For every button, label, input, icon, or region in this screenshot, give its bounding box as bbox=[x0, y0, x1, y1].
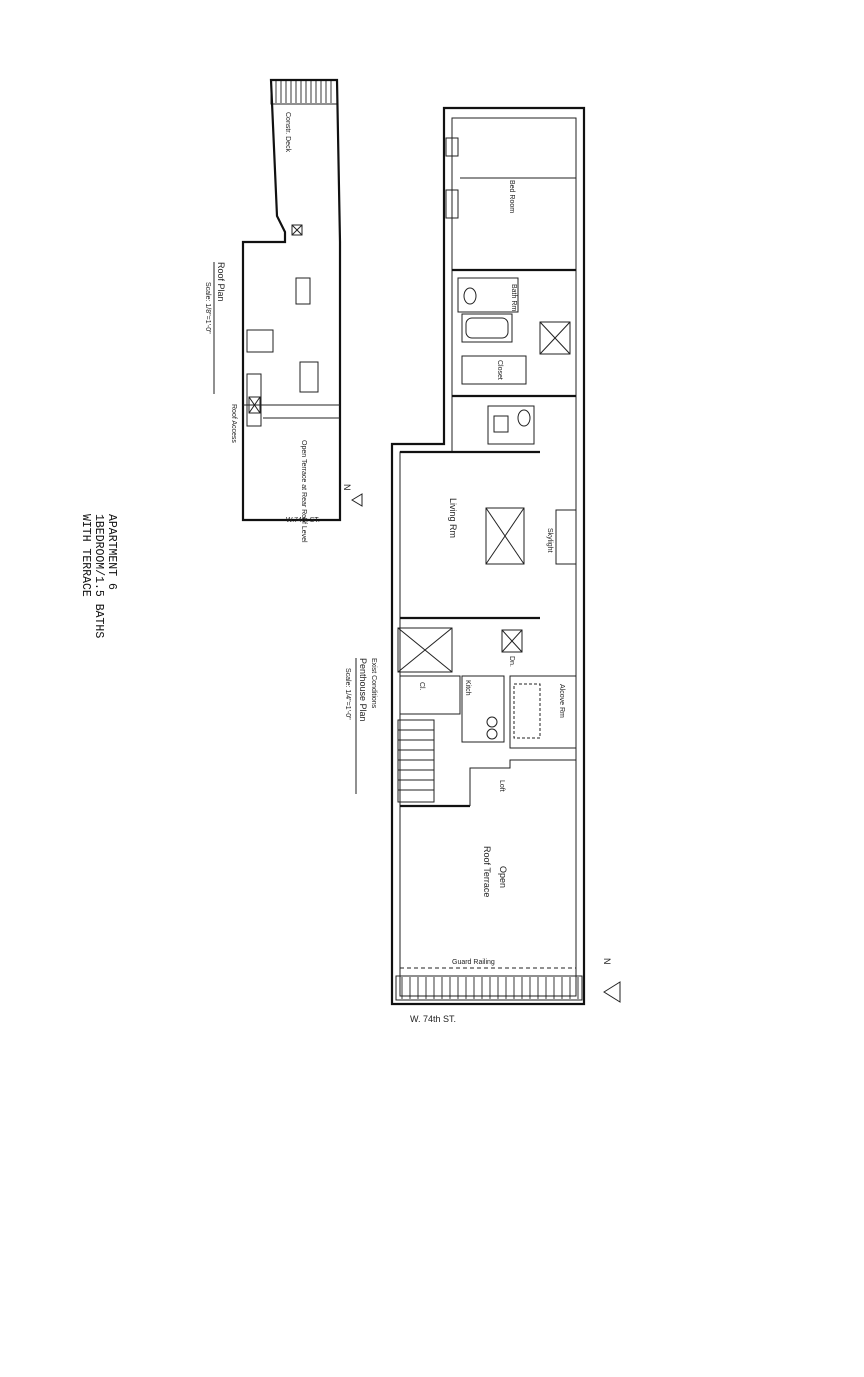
roof-skylight bbox=[295, 277, 311, 305]
north-arrow-icon: N bbox=[602, 958, 621, 1003]
roof-plan-scale: Scale: 1/8"=1'-0" bbox=[204, 282, 211, 334]
fireplace bbox=[555, 509, 577, 565]
half-bath bbox=[487, 405, 535, 445]
dn-label: Dn. bbox=[508, 656, 515, 667]
roof-plan-title: Roof Plan bbox=[216, 262, 226, 302]
bath-label: Bath Rm. bbox=[510, 284, 517, 313]
bathtub-icon bbox=[461, 313, 513, 343]
roof-terrace-label: Roof Terrace bbox=[482, 846, 492, 897]
closet-cl bbox=[399, 675, 461, 715]
guard-railing-hatch bbox=[401, 977, 579, 999]
living-skylight bbox=[485, 507, 525, 565]
skylight-label: Skylight bbox=[546, 528, 553, 553]
svg-text:N: N bbox=[602, 958, 612, 965]
kitchen-label: Kitch bbox=[464, 680, 471, 696]
penthouse-plan: Bed Room Bath Rm. Closet Living Rm Skyli… bbox=[344, 106, 621, 1024]
loft-label: Loft bbox=[498, 780, 505, 792]
penthouse-outline bbox=[390, 106, 586, 1006]
roof-bulkhead bbox=[246, 329, 274, 353]
bath-room bbox=[457, 277, 519, 313]
alcove-skylight bbox=[513, 683, 541, 739]
open-label: Open bbox=[498, 866, 508, 888]
roof-access-label: Roof Access bbox=[230, 404, 237, 443]
toilet-icon-2 bbox=[517, 409, 531, 427]
kitchen bbox=[461, 675, 505, 743]
guard-railing bbox=[395, 975, 583, 1001]
living-room-label: Living Rm bbox=[448, 498, 458, 538]
constr-deck-hatch-lines bbox=[275, 81, 332, 103]
stair-treads bbox=[398, 729, 434, 791]
roof-plan: Constr. Deck Open Terrace at Rear Roof L… bbox=[204, 78, 363, 543]
penthouse-scale: Scale: 1/4"=1'-0" bbox=[344, 668, 351, 720]
guard-railing-label: Guard Railing bbox=[452, 959, 495, 966]
roof-hatch-box bbox=[291, 224, 303, 236]
elevator-shaft bbox=[397, 627, 453, 673]
alcove-label: Alcove Rm bbox=[558, 684, 565, 718]
toilet-icon bbox=[463, 287, 477, 305]
bedroom-window-2 bbox=[445, 189, 459, 219]
caption-line-2: 1BEDROOM/1.5 BATHS bbox=[92, 514, 105, 639]
penthouse-subtitle: Exist Conditions bbox=[370, 658, 377, 709]
alcove-room bbox=[509, 675, 577, 749]
dumbwaiter bbox=[501, 629, 523, 653]
closet-label: Closet bbox=[496, 360, 503, 380]
open-terrace-label: Open Terrace at Rear Roof Level bbox=[300, 440, 307, 543]
stair bbox=[397, 719, 435, 803]
penthouse-title: Penthouse Plan bbox=[358, 658, 368, 722]
shaft bbox=[539, 321, 571, 355]
cl-label: Cl. bbox=[418, 682, 425, 691]
stove-burner-icon bbox=[486, 716, 498, 728]
sink-icon bbox=[493, 415, 509, 433]
roof-stair-bulkhead bbox=[246, 373, 262, 427]
stove-burner-icon-2 bbox=[486, 728, 498, 740]
bedroom-label: Bed Room bbox=[508, 180, 515, 213]
roof-street-label: W.74th ST. bbox=[286, 517, 320, 524]
roof-north-arrow: N bbox=[342, 484, 363, 507]
closet bbox=[461, 355, 527, 385]
caption-line-1: APARTMENT 6 bbox=[105, 514, 118, 590]
constr-deck-label: Constr. Deck bbox=[284, 112, 291, 153]
roof-plan-outline bbox=[241, 78, 342, 522]
caption-line-3: WITH TERRACE bbox=[79, 514, 92, 597]
roof-skylight-2 bbox=[299, 361, 319, 393]
svg-text:N: N bbox=[342, 484, 352, 491]
apartment-caption: APARTMENT 6 1BEDROOM/1.5 BATHS WITH TERR… bbox=[79, 514, 118, 638]
bedroom-window bbox=[445, 137, 459, 157]
penthouse-street-label: W. 74th ST. bbox=[410, 1014, 456, 1024]
